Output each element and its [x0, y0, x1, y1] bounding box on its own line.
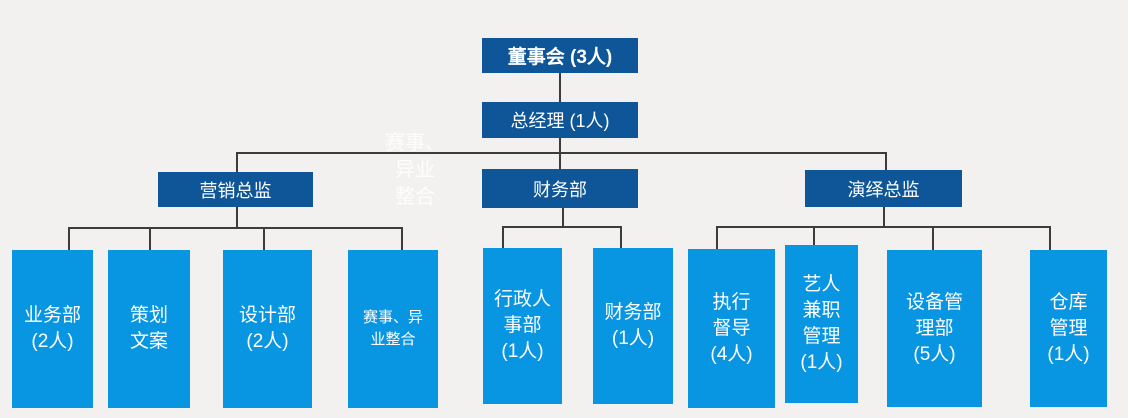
- connector-line: [559, 138, 561, 154]
- node-label-line: 艺人: [802, 274, 841, 295]
- connector-line: [263, 227, 265, 252]
- connector-line: [149, 227, 151, 252]
- node-label-line: 事部: [503, 315, 542, 336]
- connector-line: [883, 207, 885, 228]
- connector-line: [932, 226, 934, 252]
- connector-line: [502, 226, 622, 228]
- node-label-line: 行政人: [493, 289, 551, 310]
- connector-line: [885, 152, 887, 172]
- node-label-line: (2人): [246, 331, 289, 352]
- node-board-of-directors: 董事会 (3人): [482, 38, 638, 73]
- node-design-dept: 设计部 (2人): [223, 250, 312, 408]
- node-label-line: 文案: [129, 331, 168, 352]
- node-label-line: (1人): [501, 341, 544, 362]
- node-general-manager: 总经理 (1人): [482, 102, 638, 138]
- node-artist-parttime-mgmt: 艺人 兼职 管理 (1人): [785, 245, 858, 403]
- node-label: 董事会 (3人): [507, 47, 613, 68]
- node-label-line: 财务部: [604, 302, 662, 323]
- node-label-line: (5人): [913, 343, 956, 365]
- node-label-line: 管理: [802, 326, 841, 347]
- node-label-line: 管理: [1049, 317, 1088, 339]
- node-label: 演绎总监: [847, 179, 920, 200]
- node-planning-copywriting: 策划 文案: [108, 250, 190, 408]
- node-marketing-director: 营销总监: [158, 172, 313, 207]
- node-finance-dept-leaf: 财务部 (1人): [593, 248, 673, 404]
- connector-line: [620, 226, 622, 252]
- connector-line: [813, 226, 815, 250]
- node-label-line: (2人): [31, 331, 74, 352]
- node-finance-department: 财务部: [482, 169, 638, 208]
- node-warehouse-mgmt: 仓库 管理 (1人): [1030, 250, 1107, 407]
- node-label-line: 执行: [712, 291, 751, 313]
- connector-line: [502, 226, 504, 252]
- node-equipment-mgmt-dept: 设备管 理部 (5人): [887, 250, 982, 407]
- connector-line: [559, 152, 561, 171]
- node-admin-hr-dept: 行政人 事部 (1人): [483, 248, 562, 404]
- connector-line: [401, 227, 403, 252]
- ghost-text-line: 赛事、: [385, 132, 445, 154]
- node-label-line: 理部: [915, 317, 954, 339]
- connector-line: [236, 207, 238, 229]
- connector-line: [68, 227, 70, 252]
- connector-line: [716, 226, 718, 252]
- node-label-line: (1人): [611, 328, 655, 349]
- node-label: 总经理 (1人): [510, 111, 610, 131]
- node-label-line: 策划: [129, 305, 168, 326]
- node-label-line: (1人): [1047, 343, 1090, 365]
- connector-line: [68, 227, 403, 229]
- node-label-line: (1人): [800, 352, 843, 373]
- node-execution-supervision: 执行 督导 (4人): [688, 249, 775, 408]
- node-label-line: 赛事、异: [362, 309, 423, 326]
- node-label-line: (4人): [710, 343, 753, 365]
- ghost-text-line: 整合: [395, 186, 435, 208]
- connector-line: [559, 73, 561, 103]
- node-label-line: 业整合: [370, 331, 416, 348]
- ghost-text-block: 赛事、 异业 整合: [384, 130, 446, 211]
- ghost-text-line: 异业: [395, 159, 435, 181]
- connector-line: [236, 152, 887, 154]
- node-events-integration: 赛事、异 业整合: [348, 250, 438, 408]
- connector-line: [1049, 226, 1051, 252]
- node-label-line: 督导: [712, 317, 751, 339]
- node-performance-director: 演绎总监: [805, 170, 962, 207]
- node-label: 营销总监: [199, 180, 272, 201]
- node-label-line: 仓库: [1049, 291, 1088, 313]
- connector-line: [562, 207, 564, 228]
- node-label-line: 设备管: [905, 291, 963, 313]
- connector-line: [236, 152, 238, 174]
- node-label: 财务部: [533, 179, 587, 200]
- node-label-line: 兼职: [802, 300, 841, 321]
- node-label-line: 设计部: [238, 305, 296, 326]
- connector-line: [716, 226, 1051, 228]
- node-label-line: 业务部: [23, 305, 81, 326]
- node-business-dept: 业务部 (2人): [12, 250, 93, 408]
